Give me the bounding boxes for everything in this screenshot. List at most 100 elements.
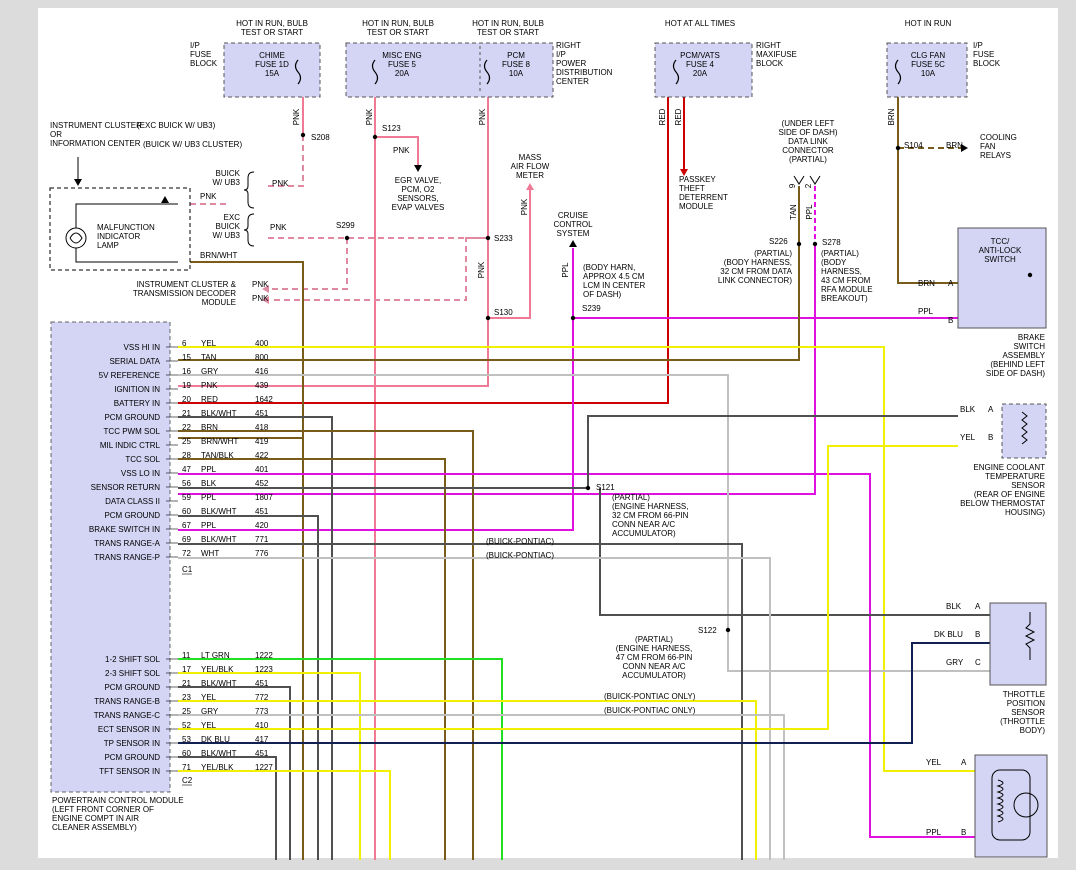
splice-label: S208 xyxy=(311,133,330,142)
pcm-pin-number: 25 xyxy=(182,437,191,446)
wire-blkwht-ground2 xyxy=(178,515,319,860)
wire-ltgrn-shift xyxy=(178,658,503,860)
wire-blk-tps xyxy=(599,488,990,616)
note: LCM IN CENTER xyxy=(583,281,645,290)
pcm-pin-color: RED xyxy=(201,395,218,404)
fuse-header: HOT AT ALL TIMES xyxy=(665,19,735,28)
splice-label: S239 xyxy=(582,304,601,313)
splice-label: S299 xyxy=(336,221,355,230)
fuse-block xyxy=(654,42,753,98)
pcm-pin-circuit: 451 xyxy=(255,507,269,516)
note: 32 CM FROM 66-PIN xyxy=(612,511,689,520)
pcm-pin-number: 52 xyxy=(182,721,191,730)
pcm-caption: (LEFT FRONT CORNER OF xyxy=(52,805,154,814)
fuse-label: 15A xyxy=(265,69,280,78)
wire-pnk-s233 xyxy=(270,237,488,301)
connector-icon xyxy=(793,175,821,185)
wire-label: YEL xyxy=(960,433,976,442)
note: CRUISE xyxy=(558,211,588,220)
pcm-pin-circuit: 1807 xyxy=(255,493,273,502)
component-caption: ENGINE COOLANT xyxy=(973,463,1045,472)
block-label: MAXIFUSE xyxy=(756,50,797,59)
splice-dot xyxy=(796,241,802,247)
pcm-pin-label: IGNITION IN xyxy=(114,385,160,394)
pcm-pin-color: YEL/BLK xyxy=(201,665,234,674)
note: (PARTIAL) xyxy=(635,635,673,644)
cluster-variant: W/ UB3 xyxy=(212,231,240,240)
throttle-position-sensor xyxy=(989,602,1047,686)
component-caption: BRAKE xyxy=(1018,333,1045,342)
note: (BUICK-PONTIAC) xyxy=(486,537,554,546)
wire-ppl-vsslo xyxy=(178,473,990,838)
wire-blkwht-range-a xyxy=(178,543,743,860)
fuse-header: HOT IN RUN, BULB xyxy=(362,19,434,28)
wire-blkwht-ground4 xyxy=(178,756,277,860)
note: EVAP VALVES xyxy=(392,203,445,212)
pcm-pin-color: BLK/WHT xyxy=(201,679,237,688)
wire-dkblu-tp xyxy=(178,642,990,744)
pcm-caption: POWERTRAIN CONTROL MODULE xyxy=(52,796,184,805)
fuse-header: TEST OR START xyxy=(367,28,429,37)
connector-label: C2 xyxy=(182,776,193,785)
vss-rotor-icon xyxy=(1013,792,1039,818)
wire-label: PPL xyxy=(918,307,934,316)
component-caption: ASSEMBLY xyxy=(1002,351,1045,360)
pcm-pin-number: 6 xyxy=(182,339,187,348)
pcm-pin-color: BRN xyxy=(201,423,218,432)
pcm-pin-circuit: 451 xyxy=(255,679,269,688)
pcm-pin-number: 60 xyxy=(182,507,191,516)
cluster-title: OR xyxy=(50,130,62,139)
potentiometer-icon xyxy=(1024,612,1036,660)
arrow-right-icon xyxy=(961,144,968,152)
fuse-block xyxy=(223,42,321,98)
fuse-header: HOT IN RUN, BULB xyxy=(472,19,544,28)
note: (PARTIAL) xyxy=(821,249,859,258)
pcm-pin-number: 21 xyxy=(182,409,191,418)
component-caption: POSITION xyxy=(1007,699,1045,708)
pcm-pin-label: PCM GROUND xyxy=(104,511,160,520)
note: MASS xyxy=(519,153,542,162)
note: PCM, O2 xyxy=(402,185,435,194)
splice-dot xyxy=(300,132,306,138)
fuse-label: PCM/VATS xyxy=(680,51,720,60)
component-caption: BELOW THERMOSTAT xyxy=(960,499,1045,508)
component-label: TCC/ xyxy=(991,237,1010,246)
wire-label: PNK xyxy=(478,108,487,125)
pin-number: 9 xyxy=(788,183,797,188)
pcm-pin-label: BATTERY IN xyxy=(114,399,160,408)
splice-dot xyxy=(372,134,378,140)
pcm-pin-label: ECT SENSOR IN xyxy=(98,725,160,734)
component-caption: SENSOR xyxy=(1011,708,1045,717)
wire-yel-ect xyxy=(178,445,958,730)
pcm-pin-label: TP SENSOR IN xyxy=(104,739,161,748)
fuse-block xyxy=(345,42,554,98)
pin-letter: B xyxy=(988,433,993,442)
fuse-label: 10A xyxy=(509,69,524,78)
pcm-pin-circuit: 1222 xyxy=(255,651,273,660)
ect-sensor xyxy=(1001,403,1047,459)
fuse-header: HOT IN RUN, BULB xyxy=(236,19,308,28)
pcm-pin-color: DK BLU xyxy=(201,735,230,744)
pcm-pin-color: PPL xyxy=(201,521,217,530)
pcm-pin-color: TAN xyxy=(201,353,217,362)
wire-blk-return xyxy=(178,415,958,489)
note: ACCUMULATOR) xyxy=(622,671,686,680)
note: (BUICK-PONTIAC ONLY) xyxy=(604,692,696,701)
splice-label: S130 xyxy=(494,308,513,317)
note: EGR VALVE, xyxy=(395,176,441,185)
fuse-header: HOT IN RUN xyxy=(905,19,952,28)
splice-label: S226 xyxy=(769,237,788,246)
pcm-pin-label: VSS HI IN xyxy=(124,343,161,352)
wire-label: TAN xyxy=(789,204,798,220)
wire-label: YEL xyxy=(926,758,942,767)
block-label: RIGHT xyxy=(556,41,581,50)
note: (BUICK-PONTIAC ONLY) xyxy=(604,706,696,715)
fuse-label: FUSE 5C xyxy=(911,60,945,69)
pcm-pin-number: 60 xyxy=(182,749,191,758)
block-label: CENTER xyxy=(556,77,589,86)
wire-blkwht-ground xyxy=(178,416,333,860)
fuse-label: MISC ENG xyxy=(382,51,422,60)
block-label: POWER xyxy=(556,59,586,68)
component-caption: BODY) xyxy=(1020,726,1046,735)
block-label: BLOCK xyxy=(973,59,1001,68)
